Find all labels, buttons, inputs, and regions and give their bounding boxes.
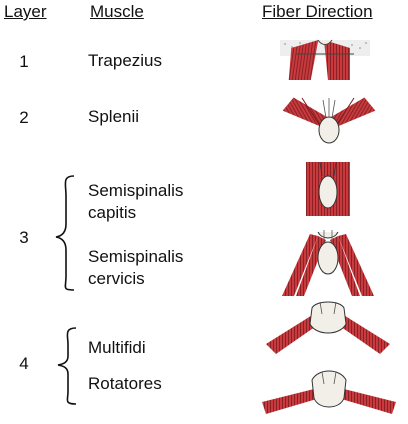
header-fiber-direction: Fiber Direction bbox=[262, 2, 373, 21]
muscle-semispinalis-capitis: Semispinalis capitis bbox=[88, 181, 184, 222]
semispinalis-capitis-fiber-icon bbox=[306, 161, 350, 216]
layer-number-3: 3 bbox=[19, 228, 29, 247]
layer-number-4: 4 bbox=[19, 354, 29, 373]
brace-icon bbox=[57, 327, 77, 405]
splenii-fiber-icon bbox=[282, 97, 376, 144]
muscle-semispinalis-cervicis: Semispinalis cervicis bbox=[88, 247, 184, 288]
header-muscle: Muscle bbox=[90, 2, 144, 21]
trapezius-fiber-icon bbox=[280, 39, 370, 80]
muscle-rotatores: Rotatores bbox=[88, 374, 162, 393]
muscle-splenii: Splenii bbox=[88, 107, 140, 126]
muscle-trapezius: Trapezius bbox=[88, 51, 163, 70]
semispinalis-cervicis-fiber-icon bbox=[282, 230, 374, 296]
muscle-multifidi: Multifidi bbox=[88, 338, 146, 357]
layer-number-2: 2 bbox=[19, 108, 29, 127]
header-layer: Layer bbox=[4, 2, 47, 21]
layer-number-1: 1 bbox=[19, 52, 29, 71]
rotatores-fiber-icon bbox=[262, 370, 396, 414]
brace-icon bbox=[55, 175, 75, 291]
multifidi-fiber-icon bbox=[266, 301, 390, 354]
